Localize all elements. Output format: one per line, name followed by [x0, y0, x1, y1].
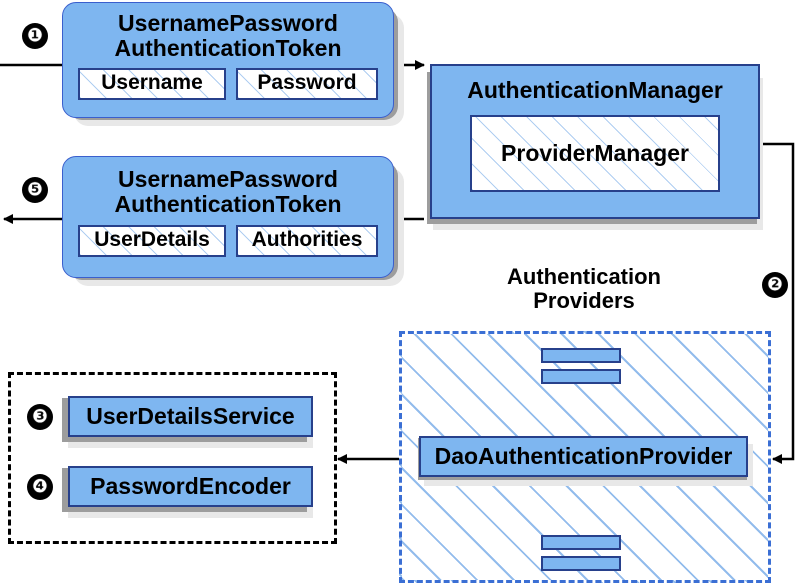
response-token-fields: UserDetails Authorities: [63, 224, 393, 257]
provider-bar-bottom-2[interactable]: [541, 556, 621, 571]
provider-manager-box[interactable]: ProviderManager: [470, 114, 720, 192]
authentication-manager-title: AuthenticationManager: [467, 77, 723, 103]
wire-manager-to-provider: [760, 142, 795, 464]
provider-manager-label: ProviderManager: [501, 139, 689, 166]
badge-step-1: ❶: [22, 23, 48, 49]
dao-authentication-provider-label: DaoAuthenticationProvider: [434, 443, 733, 470]
field-password[interactable]: Password: [236, 67, 378, 100]
response-token-title: UsernamePassword AuthenticationToken: [114, 166, 342, 217]
provider-bar-top-1[interactable]: [541, 348, 621, 363]
field-userdetails[interactable]: UserDetails: [78, 224, 226, 257]
provider-bar-top-2[interactable]: [541, 369, 621, 384]
badge-step-4: ❹: [27, 474, 53, 500]
dependencies-group: [8, 372, 337, 544]
authentication-manager-card[interactable]: AuthenticationManager ProviderManager: [430, 64, 760, 219]
request-token-card[interactable]: UsernamePassword AuthenticationToken Use…: [62, 2, 394, 118]
userdetailsservice-label: UserDetailsService: [86, 403, 295, 430]
request-token-title: UsernamePassword AuthenticationToken: [114, 10, 342, 61]
response-token-card[interactable]: UsernamePassword AuthenticationToken Use…: [62, 156, 394, 278]
badge-step-5: ❺: [22, 177, 48, 203]
field-authorities-label: Authorities: [251, 228, 363, 252]
authentication-providers-label: Authentication Providers: [507, 264, 661, 314]
provider-bar-bottom-1[interactable]: [541, 535, 621, 550]
request-token-fields: Username Password: [63, 67, 393, 100]
field-password-label: Password: [257, 71, 357, 95]
field-userdetails-label: UserDetails: [94, 228, 210, 252]
dao-authentication-provider-card[interactable]: DaoAuthenticationProvider: [419, 436, 748, 477]
badge-step-2: ❷: [762, 272, 788, 298]
badge-step-3: ❸: [27, 404, 53, 430]
passwordencoder-card[interactable]: PasswordEncoder: [68, 466, 313, 507]
field-username-label: Username: [101, 71, 203, 95]
field-username[interactable]: Username: [78, 67, 226, 100]
userdetailsservice-card[interactable]: UserDetailsService: [68, 396, 313, 437]
passwordencoder-label: PasswordEncoder: [90, 473, 291, 500]
field-authorities[interactable]: Authorities: [236, 224, 378, 257]
